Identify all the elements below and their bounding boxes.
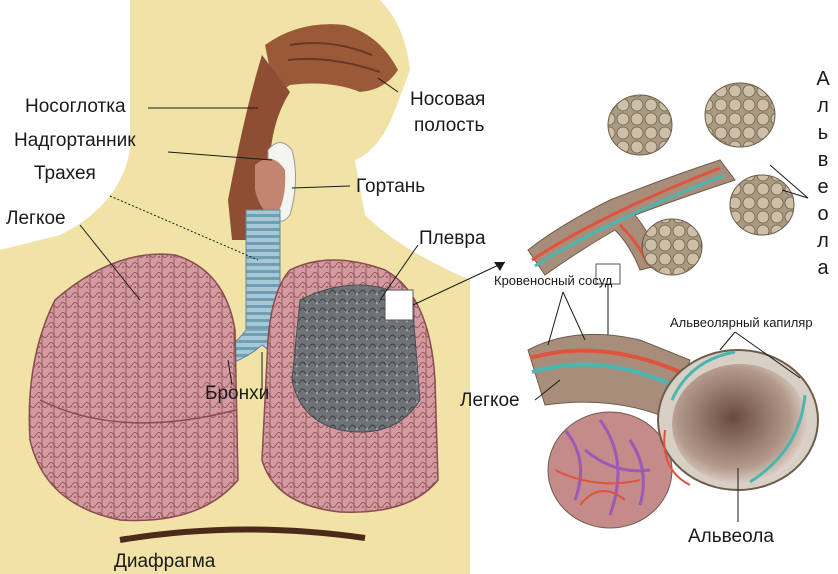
vertical-letter: в [813, 147, 833, 174]
label-nasopharynx: Носоглотка [25, 97, 126, 116]
label-alveoli-vertical: А л ь в е о л а [813, 66, 833, 282]
label-trachea: Трахея [34, 164, 96, 183]
label-diaphragm: Диафрагма [114, 552, 215, 571]
label-alveolar-capillary: Альвеолярный капиляр [670, 316, 813, 329]
vertical-letter: л [813, 228, 833, 255]
label-bronchi: Бронхи [205, 384, 269, 403]
vertical-letter: л [813, 93, 833, 120]
label-blood-vessel: Кровеносный сосуд [494, 274, 612, 287]
vertical-letter: о [813, 201, 833, 228]
label-pleura: Плевра [419, 229, 486, 248]
vertical-letter: е [813, 174, 833, 201]
label-nasal-cavity-2: полость [414, 116, 484, 135]
alveolus-detail [528, 334, 818, 528]
label-lung-detail: Легкое [460, 391, 520, 410]
label-epiglottis: Надгортанник [14, 131, 136, 150]
label-alveolus: Альвеола [688, 527, 774, 546]
vertical-letter: а [813, 255, 833, 282]
label-lung: Легкое [6, 209, 66, 228]
vertical-letter: А [813, 66, 833, 93]
bronchiole-branch [528, 160, 735, 275]
vertical-letter: ь [813, 120, 833, 147]
label-larynx: Гортань [356, 177, 425, 196]
label-nasal-cavity-1: Носовая [410, 90, 485, 109]
right-lung [262, 260, 438, 512]
